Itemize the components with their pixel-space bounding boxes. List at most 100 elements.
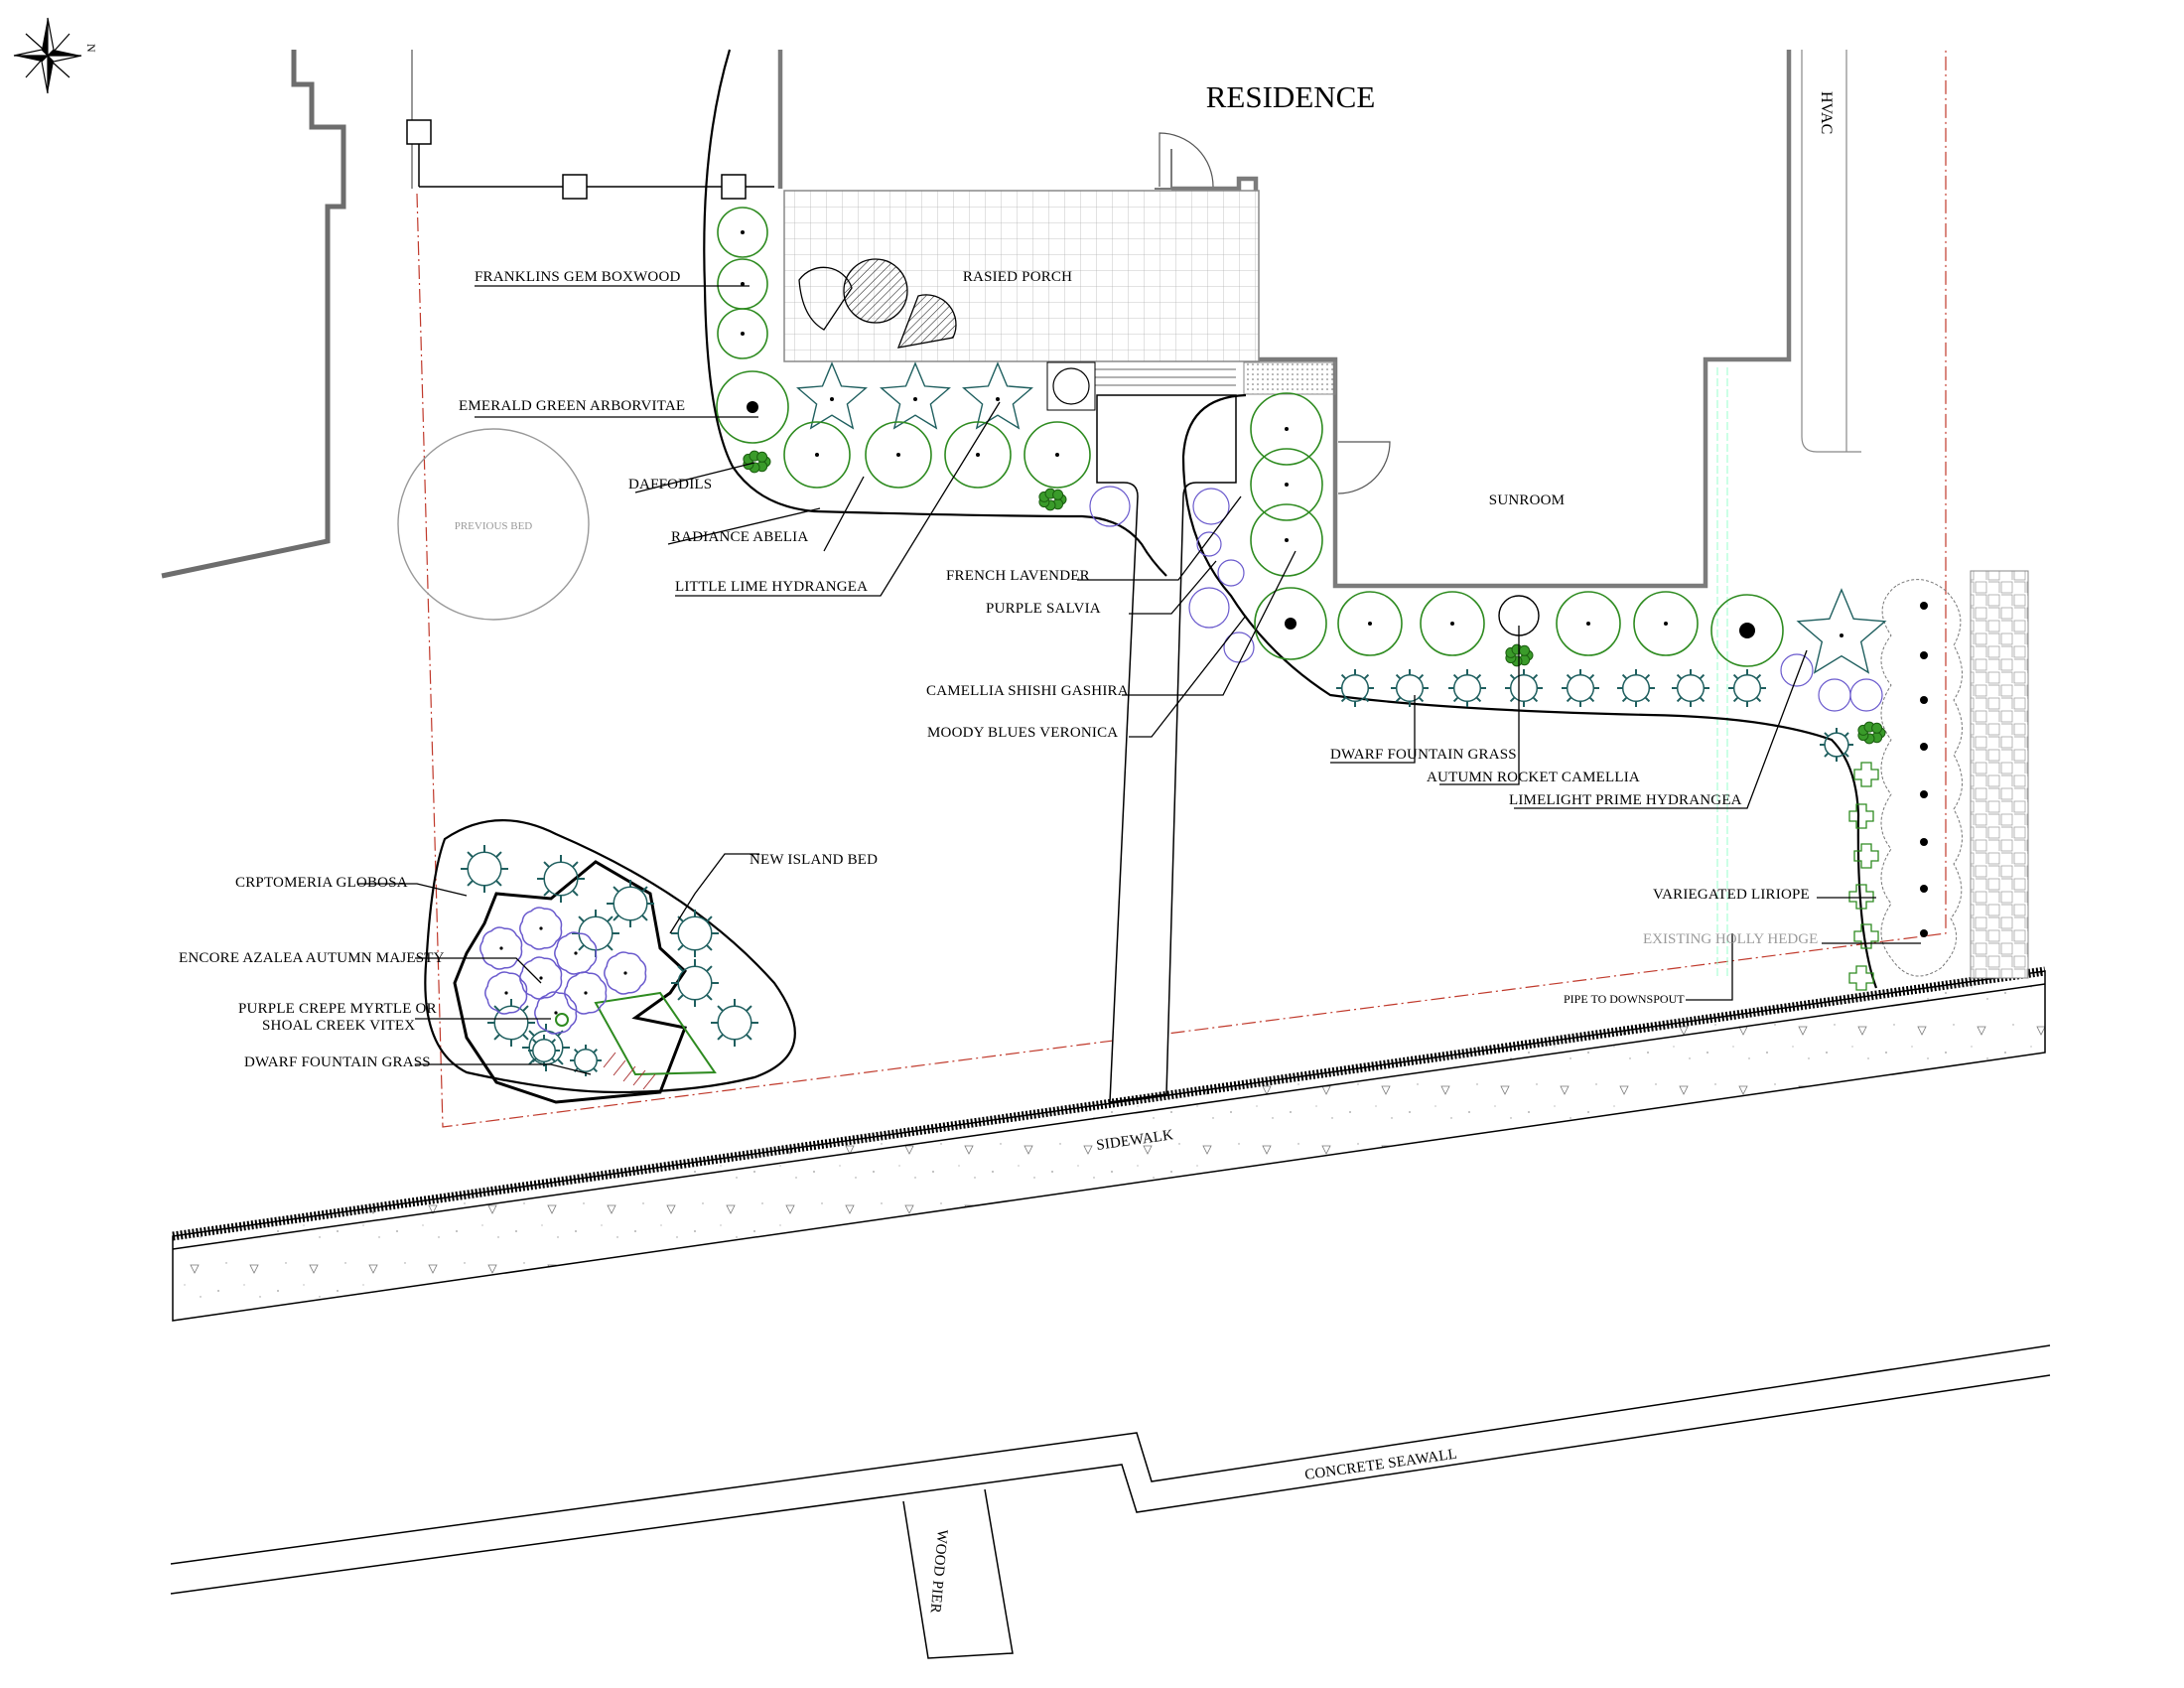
compass-north-label: N: [84, 44, 98, 53]
limelight-prime-hydrangea-center: [1840, 633, 1843, 637]
label-abelia: RADIANCE ABELIA: [671, 529, 808, 545]
encore-azalea: [484, 971, 528, 1015]
daffodil-cluster: [1052, 489, 1064, 500]
radiance-abelia-center: [1055, 453, 1059, 457]
boxwood-shrub-center: [741, 230, 745, 234]
boxwood-shrub: [717, 308, 768, 359]
label-liriope: VARIEGATED LIRIOPE: [1653, 887, 1810, 903]
label-veronica: MOODY BLUES VERONICA: [927, 725, 1118, 741]
dwarf-fountain-grass: [1732, 673, 1762, 703]
label-downspout: PIPE TO DOWNSPOUT: [1564, 992, 1685, 1006]
label-new-island-bed: NEW ISLAND BED: [750, 852, 878, 868]
camellia-shishi-gashira-center: [1285, 427, 1289, 431]
neighbor-wall: [161, 50, 346, 579]
label-crepe-line1: PURPLE CREPE MYRTLE OR: [238, 1001, 437, 1017]
autumn-rocket-camellia-center: [1739, 623, 1755, 638]
dwarf-fountain-grass: [1509, 673, 1539, 703]
left-bed-edge: [703, 49, 1167, 577]
boxwood-shrub: [717, 207, 768, 258]
dwarf-fountain-grass-spikes: [1617, 669, 1655, 707]
radiance-abelia-center: [976, 453, 980, 457]
label-cryptomeria: CRPTOMERIA GLOBOSA: [235, 875, 408, 891]
autumn-rocket-camellia: [1710, 594, 1784, 667]
plant-symbols: [461, 207, 1928, 1076]
label-fountain-grass-right: DWARF FOUNTAIN GRASS: [1330, 747, 1517, 763]
dwarf-fountain-grass: [1566, 673, 1595, 703]
wood-pier: WOOD PIER: [902, 1488, 1014, 1659]
holly-hedge-plant: [1920, 885, 1928, 893]
dwarf-fountain-grass-spikes: [1448, 669, 1486, 707]
walkway: [1096, 394, 1237, 1103]
cryptomeria-globosa: [717, 1005, 752, 1041]
label-limelight: LIMELIGHT PRIME HYDRANGEA: [1509, 792, 1742, 808]
island-bed: [424, 819, 796, 1104]
label-autumn-camellia: AUTUMN ROCKET CAMELLIA: [1427, 770, 1640, 785]
autumn-rocket-camellia-center: [1285, 618, 1297, 630]
pier-label: WOOD PIER: [927, 1529, 950, 1615]
radiance-abelia-center: [896, 453, 900, 457]
cryptomeria-globosa-spikes: [671, 910, 719, 957]
cryptomeria-globosa: [677, 965, 713, 1001]
holly-hedge-plant: [1920, 651, 1928, 659]
dwarf-fountain-grass: [1452, 673, 1482, 703]
holly-hedge-plant: [1920, 929, 1928, 937]
limelight-hydrangea-shrub-center: [1450, 622, 1454, 626]
variegated-liriope: [1853, 843, 1879, 869]
sidewalk: SIDEWALK: [172, 966, 2046, 1322]
property-line: [416, 50, 1947, 1128]
radiance-abelia-center: [815, 453, 819, 457]
encore-azalea-center: [539, 976, 543, 980]
limelight-hydrangea-shrub-center: [1586, 622, 1590, 626]
encore-azalea: [479, 926, 523, 970]
limelight-hydrangea-shrub-center: [1368, 622, 1372, 626]
camellia-shishi-gashira: [1250, 392, 1323, 466]
label-fountain-grass-island: DWARF FOUNTAIN GRASS: [244, 1055, 431, 1070]
encore-azalea-center: [623, 971, 627, 975]
variegated-liriope: [1848, 884, 1874, 910]
purple-salvia: [1217, 559, 1245, 587]
camellia-shishi-gashira: [1250, 503, 1323, 577]
dwarf-fountain-grass-spikes: [1505, 669, 1543, 707]
boxwood-shrub-center: [741, 332, 745, 336]
little-lime-hydrangea: [880, 361, 951, 430]
variegated-liriope: [1853, 923, 1879, 949]
limelight-hydrangea-shrub: [1420, 591, 1485, 656]
fence: [406, 119, 774, 200]
moody-blues-veronica: [1188, 587, 1230, 629]
limelight-hydrangea-shrub: [1337, 591, 1403, 656]
cryptomeria-globosa-spikes: [522, 1024, 570, 1071]
door-swing: [1159, 132, 1214, 188]
camellia-shishi-gashira-center: [1285, 538, 1289, 542]
french-lavender: [1192, 488, 1230, 525]
little-lime-hydrangea-center: [996, 397, 1000, 401]
dwarf-fountain-grass-spikes: [1672, 669, 1709, 707]
raised-porch: RASIED PORCH: [783, 190, 1336, 411]
limelight-hydrangea-shrub: [1633, 591, 1699, 656]
little-lime-hydrangea: [962, 361, 1033, 430]
seawall-label: CONCRETE SEAWALL: [1303, 1447, 1458, 1483]
daffodil-cluster: [1871, 722, 1883, 734]
sunroom-door-swing: [1337, 441, 1391, 494]
dwarf-fountain-grass-spikes: [528, 1035, 560, 1066]
autumn-rocket-camellia: [1254, 587, 1327, 660]
porch-label: RASIED PORCH: [963, 269, 1072, 285]
residence-outline: RESIDENCE HVAC SUNROOM: [777, 50, 1861, 589]
encore-azalea: [554, 931, 598, 975]
encore-azalea-center: [504, 991, 508, 995]
purple-salvia: [1196, 531, 1222, 557]
encore-azalea-center: [574, 951, 578, 955]
cryptomeria-globosa-spikes: [461, 845, 508, 893]
encore-azalea-center: [539, 926, 543, 930]
crepe-myrtle-trunk: [555, 1013, 569, 1027]
variegated-liriope: [1853, 762, 1879, 787]
porch-chair-icon: [896, 294, 957, 349]
dwarf-fountain-grass-spikes: [1391, 669, 1429, 707]
dwarf-fountain-grass-spikes: [570, 1045, 602, 1076]
holly-hedge: [1716, 367, 2029, 979]
label-azalea: ENCORE AZALEA AUTUMN MAJESTY: [179, 950, 445, 966]
previous-bed-label: PREVIOUS BED: [455, 520, 533, 532]
right-bed-edge: [1181, 393, 1878, 989]
dwarf-fountain-grass-spikes: [1336, 669, 1374, 707]
label-crepe-line2: SHOAL CREEK VITEX: [262, 1018, 415, 1034]
